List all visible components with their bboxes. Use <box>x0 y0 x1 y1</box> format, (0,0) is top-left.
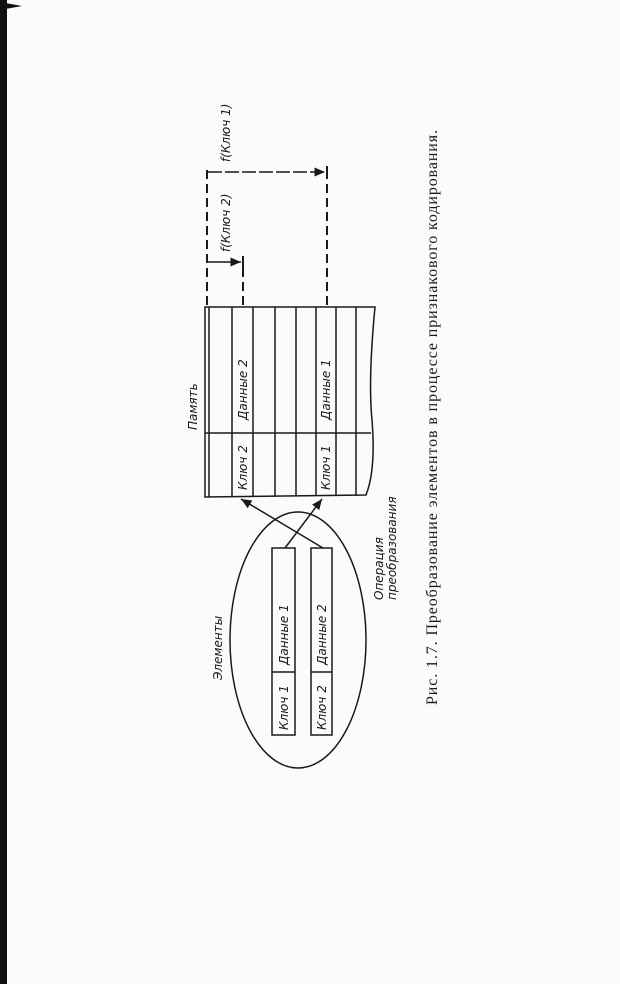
arrow-element2-to-memory <box>240 498 324 549</box>
elements-label: Элементы <box>211 616 225 681</box>
memory-block <box>204 306 376 498</box>
element1-key: Ключ 1 <box>277 685 291 730</box>
f-key2-label: f(Ключ 2) <box>219 194 233 252</box>
arrow-element1-to-memory <box>284 498 323 549</box>
operation-label-2: преобразования <box>385 496 399 600</box>
memory-label: Память <box>186 383 200 430</box>
element-record-2 <box>310 547 333 736</box>
element2-key: Ключ 2 <box>315 685 329 730</box>
element-record-1 <box>271 547 296 736</box>
element1-data: Данные 1 <box>277 604 291 666</box>
offset-lines <box>206 166 328 305</box>
element2-data: Данные 2 <box>315 604 329 666</box>
memory-data1: Данные 1 <box>319 359 333 421</box>
f-key1-label: f(Ключ 1) <box>219 104 233 162</box>
elements-set <box>229 511 367 769</box>
corner-mark <box>0 2 22 10</box>
operation-label-1: Операция <box>372 537 386 600</box>
memory-data2: Данные 2 <box>236 359 250 421</box>
figure-caption: Рис. 1.7. Преобразование элементов в про… <box>424 130 441 705</box>
page-edge <box>0 0 7 984</box>
memory-key1: Ключ 1 <box>319 445 333 490</box>
memory-key2: Ключ 2 <box>236 445 250 490</box>
